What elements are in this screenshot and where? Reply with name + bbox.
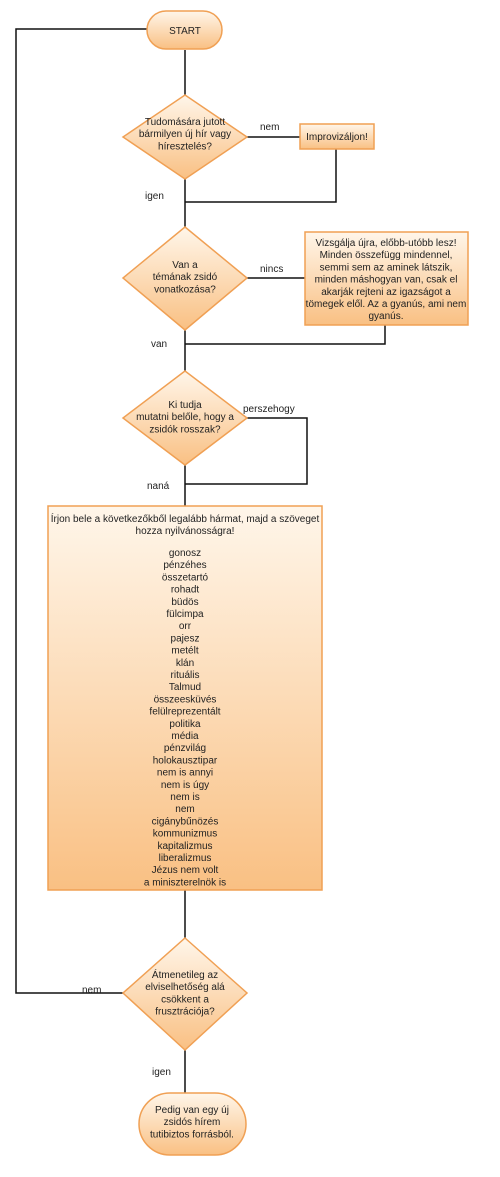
instruction-shape	[47, 505, 323, 891]
text-line: pénzéhes	[163, 560, 206, 571]
text-line: csökkent a	[161, 994, 209, 1005]
text-line: Átmenetileg az	[152, 968, 218, 981]
text-line: Vizsgálja újra, előbb-utóbb lesz!	[315, 238, 456, 249]
text-line: nem is annyi	[157, 768, 213, 779]
label-q3-yes: naná	[147, 481, 170, 492]
text-line: felülreprezentált	[149, 707, 220, 718]
decision-news-shape	[121, 94, 249, 180]
text-line: akarják rejteni az igazságot a	[321, 287, 451, 298]
text-line: liberalizmus	[159, 853, 212, 864]
text-line: holokausztipar	[153, 755, 218, 766]
text-line: cigánybűnözés	[152, 816, 219, 827]
text-line: frusztrációja?	[155, 1007, 215, 1018]
text-line: vonatkozása?	[154, 284, 216, 295]
end-shape	[138, 1092, 247, 1156]
text-line: pajesz	[171, 633, 200, 644]
investigate-shape	[304, 231, 469, 326]
edge-improvise-return	[185, 149, 337, 203]
text-line: metélt	[171, 646, 198, 657]
label-q2-no: nincs	[260, 264, 283, 275]
start-label: START	[169, 26, 201, 37]
text-line: kapitalizmus	[157, 841, 212, 852]
text-line: híresztelés?	[158, 141, 212, 152]
text-line: klán	[176, 658, 194, 669]
text-line: összetartó	[162, 572, 209, 583]
text-line: orr	[179, 621, 192, 632]
edge-investigate-return	[185, 325, 386, 345]
connectors	[15, 28, 386, 1093]
text-line: elviselhetőség alá	[145, 982, 225, 993]
text-line: hozza nyilvánosságra!	[136, 526, 235, 537]
text-line: Van a	[172, 260, 198, 271]
text-line: politika	[169, 719, 201, 730]
text-line: összeesküvés	[154, 694, 217, 705]
text-line: rohadt	[171, 585, 200, 596]
text-line: gyanús.	[368, 311, 403, 322]
investigate-text: Vizsgálja újra, előbb-utóbb lesz!Minden …	[306, 238, 467, 322]
text-line: Jézus nem volt	[152, 865, 219, 876]
edge-q4-no	[15, 28, 147, 994]
label-q4-yes: igen	[152, 1067, 171, 1078]
text-line: rituális	[171, 670, 200, 681]
instruction-box: Írjon bele a következőkből legalább hárm…	[47, 505, 323, 891]
investigate-node: Vizsgálja újra, előbb-utóbb lesz!Minden …	[304, 231, 469, 326]
text-line: mutatni belőle, hogy a	[136, 412, 234, 423]
label-q1-no: nem	[260, 122, 279, 133]
label-q2-yes: van	[151, 339, 167, 350]
label-q1-yes: igen	[145, 191, 164, 202]
decision-frustration-shape	[121, 936, 249, 1052]
text-line: tömegek elől. Az a gyanús, ami nem	[306, 299, 467, 310]
improvise-shape	[299, 123, 375, 150]
text-line: Talmud	[169, 682, 201, 693]
text-line: nem	[175, 804, 194, 815]
text-line: minden máshogyan van, csak el	[315, 275, 458, 286]
text-line: zsidós hírem	[164, 1117, 221, 1128]
improvise-node: Improvizáljon!	[299, 123, 375, 150]
text-line: fülcimpa	[166, 609, 204, 620]
text-line: tutibiztos forrásból.	[150, 1129, 234, 1140]
instruction-text: Írjon bele a következőkből legalább hárm…	[51, 512, 320, 537]
start-node: START	[146, 10, 223, 50]
edge-q3-no	[185, 417, 308, 485]
text-line: gonosz	[169, 548, 201, 559]
text-line: semmi sem az aminek látszik,	[320, 262, 453, 273]
text-line: a miniszterelnök is	[144, 877, 226, 888]
text-line: zsidók rosszak?	[149, 424, 221, 435]
text-line: büdös	[171, 597, 198, 608]
label-q3-no: perszehogy	[243, 404, 295, 415]
label-q4-no: nem	[82, 985, 101, 996]
text-line: pénzvilág	[164, 743, 206, 754]
text-line: nem is	[170, 792, 199, 803]
text-line: nem is úgy	[161, 780, 209, 791]
decision-jewish-relation-shape	[121, 226, 249, 331]
text-line: Tudomására jutott	[145, 117, 225, 128]
text-line: bármilyen új hír vagy	[139, 129, 231, 140]
text-line: témának zsidó	[153, 272, 218, 283]
text-line: kommunizmus	[153, 829, 217, 840]
text-line: Írjon bele a következőkből legalább hárm…	[51, 512, 320, 525]
improvise-label: Improvizáljon!	[306, 132, 368, 143]
decision-show-bad-shape	[121, 370, 249, 466]
text-line: média	[171, 731, 199, 742]
text-line: Minden összefügg mindennel,	[320, 250, 453, 261]
text-line: Pedig van egy új	[155, 1105, 229, 1116]
text-line: Ki tudja	[168, 400, 202, 411]
start-shape	[146, 10, 223, 50]
